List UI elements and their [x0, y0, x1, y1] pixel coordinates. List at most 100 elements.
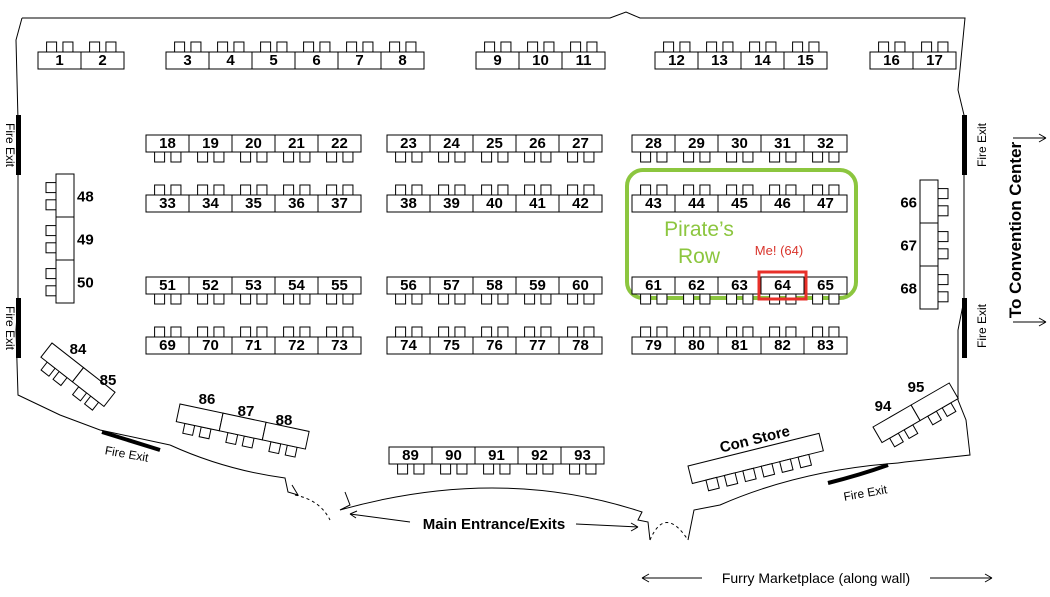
table-67[interactable]: 67 — [900, 222, 949, 267]
table-8[interactable]: 8 — [380, 41, 425, 70]
table-10[interactable]: 10 — [518, 41, 563, 70]
table-83[interactable]: 83 — [803, 326, 848, 355]
chair — [240, 184, 252, 196]
table-35[interactable]: 35 — [231, 184, 276, 213]
table-30[interactable]: 30 — [717, 134, 762, 163]
table-3[interactable]: 3 — [165, 41, 210, 70]
table-26[interactable]: 26 — [515, 134, 560, 163]
table-25[interactable]: 25 — [472, 134, 517, 163]
table-81[interactable]: 81 — [717, 326, 762, 355]
table-80[interactable]: 80 — [674, 326, 719, 355]
table-88[interactable] — [260, 421, 310, 459]
chair — [342, 293, 354, 305]
table-6[interactable]: 6 — [294, 41, 339, 70]
table-59[interactable]: 59 — [515, 276, 560, 305]
table-82[interactable]: 82 — [760, 326, 805, 355]
table-70[interactable]: 70 — [188, 326, 233, 355]
table-69[interactable]: 69 — [145, 326, 190, 355]
table-43[interactable]: 43 — [631, 184, 676, 213]
table-52[interactable]: 52 — [188, 276, 233, 305]
table-40[interactable]: 40 — [472, 184, 517, 213]
table-93[interactable]: 93 — [560, 446, 605, 475]
table-36[interactable]: 36 — [274, 184, 319, 213]
chair — [62, 41, 74, 53]
table-39[interactable]: 39 — [429, 184, 474, 213]
table-4[interactable]: 4 — [208, 41, 253, 70]
table-12[interactable]: 12 — [654, 41, 699, 70]
table-62[interactable]: 62 — [674, 276, 719, 305]
table-22[interactable]: 22 — [317, 134, 362, 163]
table-55[interactable]: 55 — [317, 276, 362, 305]
table-29[interactable]: 29 — [674, 134, 719, 163]
table-1[interactable]: 1 — [37, 41, 82, 70]
table-number-86: 86 — [199, 391, 216, 408]
table-73[interactable]: 73 — [317, 326, 362, 355]
table-44[interactable]: 44 — [674, 184, 719, 213]
table-79[interactable]: 79 — [631, 326, 676, 355]
table-78[interactable]: 78 — [558, 326, 603, 355]
table-24[interactable]: 24 — [429, 134, 474, 163]
table-74[interactable]: 74 — [386, 326, 431, 355]
table-65[interactable]: 65 — [803, 276, 848, 305]
table-63[interactable]: 63 — [717, 276, 762, 305]
table-28[interactable]: 28 — [631, 134, 676, 163]
table-75[interactable]: 75 — [429, 326, 474, 355]
table-11[interactable]: 11 — [561, 41, 606, 70]
table-86[interactable] — [174, 403, 224, 441]
table-34[interactable]: 34 — [188, 184, 233, 213]
table-94[interactable] — [872, 404, 925, 451]
table-77[interactable]: 77 — [515, 326, 560, 355]
table-45[interactable]: 45 — [717, 184, 762, 213]
table-20[interactable]: 20 — [231, 134, 276, 163]
table-5[interactable]: 5 — [251, 41, 296, 70]
table-15[interactable]: 15 — [783, 41, 828, 70]
table-66[interactable]: 66 — [900, 179, 949, 224]
table-17[interactable]: 17 — [912, 41, 957, 70]
table-37[interactable]: 37 — [317, 184, 362, 213]
table-32[interactable]: 32 — [803, 134, 848, 163]
table-84[interactable] — [35, 342, 85, 390]
table-71[interactable]: 71 — [231, 326, 276, 355]
table-61[interactable]: 61 — [631, 276, 676, 305]
table-33[interactable]: 33 — [145, 184, 190, 213]
table-14[interactable]: 14 — [740, 41, 785, 70]
table-90[interactable]: 90 — [431, 446, 476, 475]
table-49[interactable]: 49 — [45, 216, 94, 261]
table-42[interactable]: 42 — [558, 184, 603, 213]
table-7[interactable]: 7 — [337, 41, 382, 70]
table-54[interactable]: 54 — [274, 276, 319, 305]
table-number: 37 — [331, 195, 348, 212]
table-13[interactable]: 13 — [697, 41, 742, 70]
table-56[interactable]: 56 — [386, 276, 431, 305]
table-85[interactable] — [66, 366, 116, 415]
table-2[interactable]: 2 — [80, 41, 125, 70]
table-57[interactable]: 57 — [429, 276, 474, 305]
table-27[interactable]: 27 — [558, 134, 603, 163]
table-92[interactable]: 92 — [517, 446, 562, 475]
table-9[interactable]: 9 — [475, 41, 520, 70]
table-48[interactable]: 48 — [45, 173, 94, 218]
table-23[interactable]: 23 — [386, 134, 431, 163]
table-16[interactable]: 16 — [869, 41, 914, 70]
table-47[interactable]: 47 — [803, 184, 848, 213]
table-89[interactable]: 89 — [388, 446, 433, 475]
table-38[interactable]: 38 — [386, 184, 431, 213]
table-50[interactable]: 50 — [45, 259, 94, 304]
table-68[interactable]: 68 — [900, 265, 949, 310]
table-31[interactable]: 31 — [760, 134, 805, 163]
table-76[interactable]: 76 — [472, 326, 517, 355]
table-18[interactable]: 18 — [145, 134, 190, 163]
table-53[interactable]: 53 — [231, 276, 276, 305]
table-51[interactable]: 51 — [145, 276, 190, 305]
table-46[interactable]: 46 — [760, 184, 805, 213]
table-87[interactable] — [217, 412, 267, 450]
table-58[interactable]: 58 — [472, 276, 517, 305]
table-41[interactable]: 41 — [515, 184, 560, 213]
table-21[interactable]: 21 — [274, 134, 319, 163]
table-19[interactable]: 19 — [188, 134, 233, 163]
table-72[interactable]: 72 — [274, 326, 319, 355]
con-store-table[interactable] — [687, 432, 826, 494]
table-91[interactable]: 91 — [474, 446, 519, 475]
table-95[interactable] — [910, 382, 963, 429]
table-60[interactable]: 60 — [558, 276, 603, 305]
